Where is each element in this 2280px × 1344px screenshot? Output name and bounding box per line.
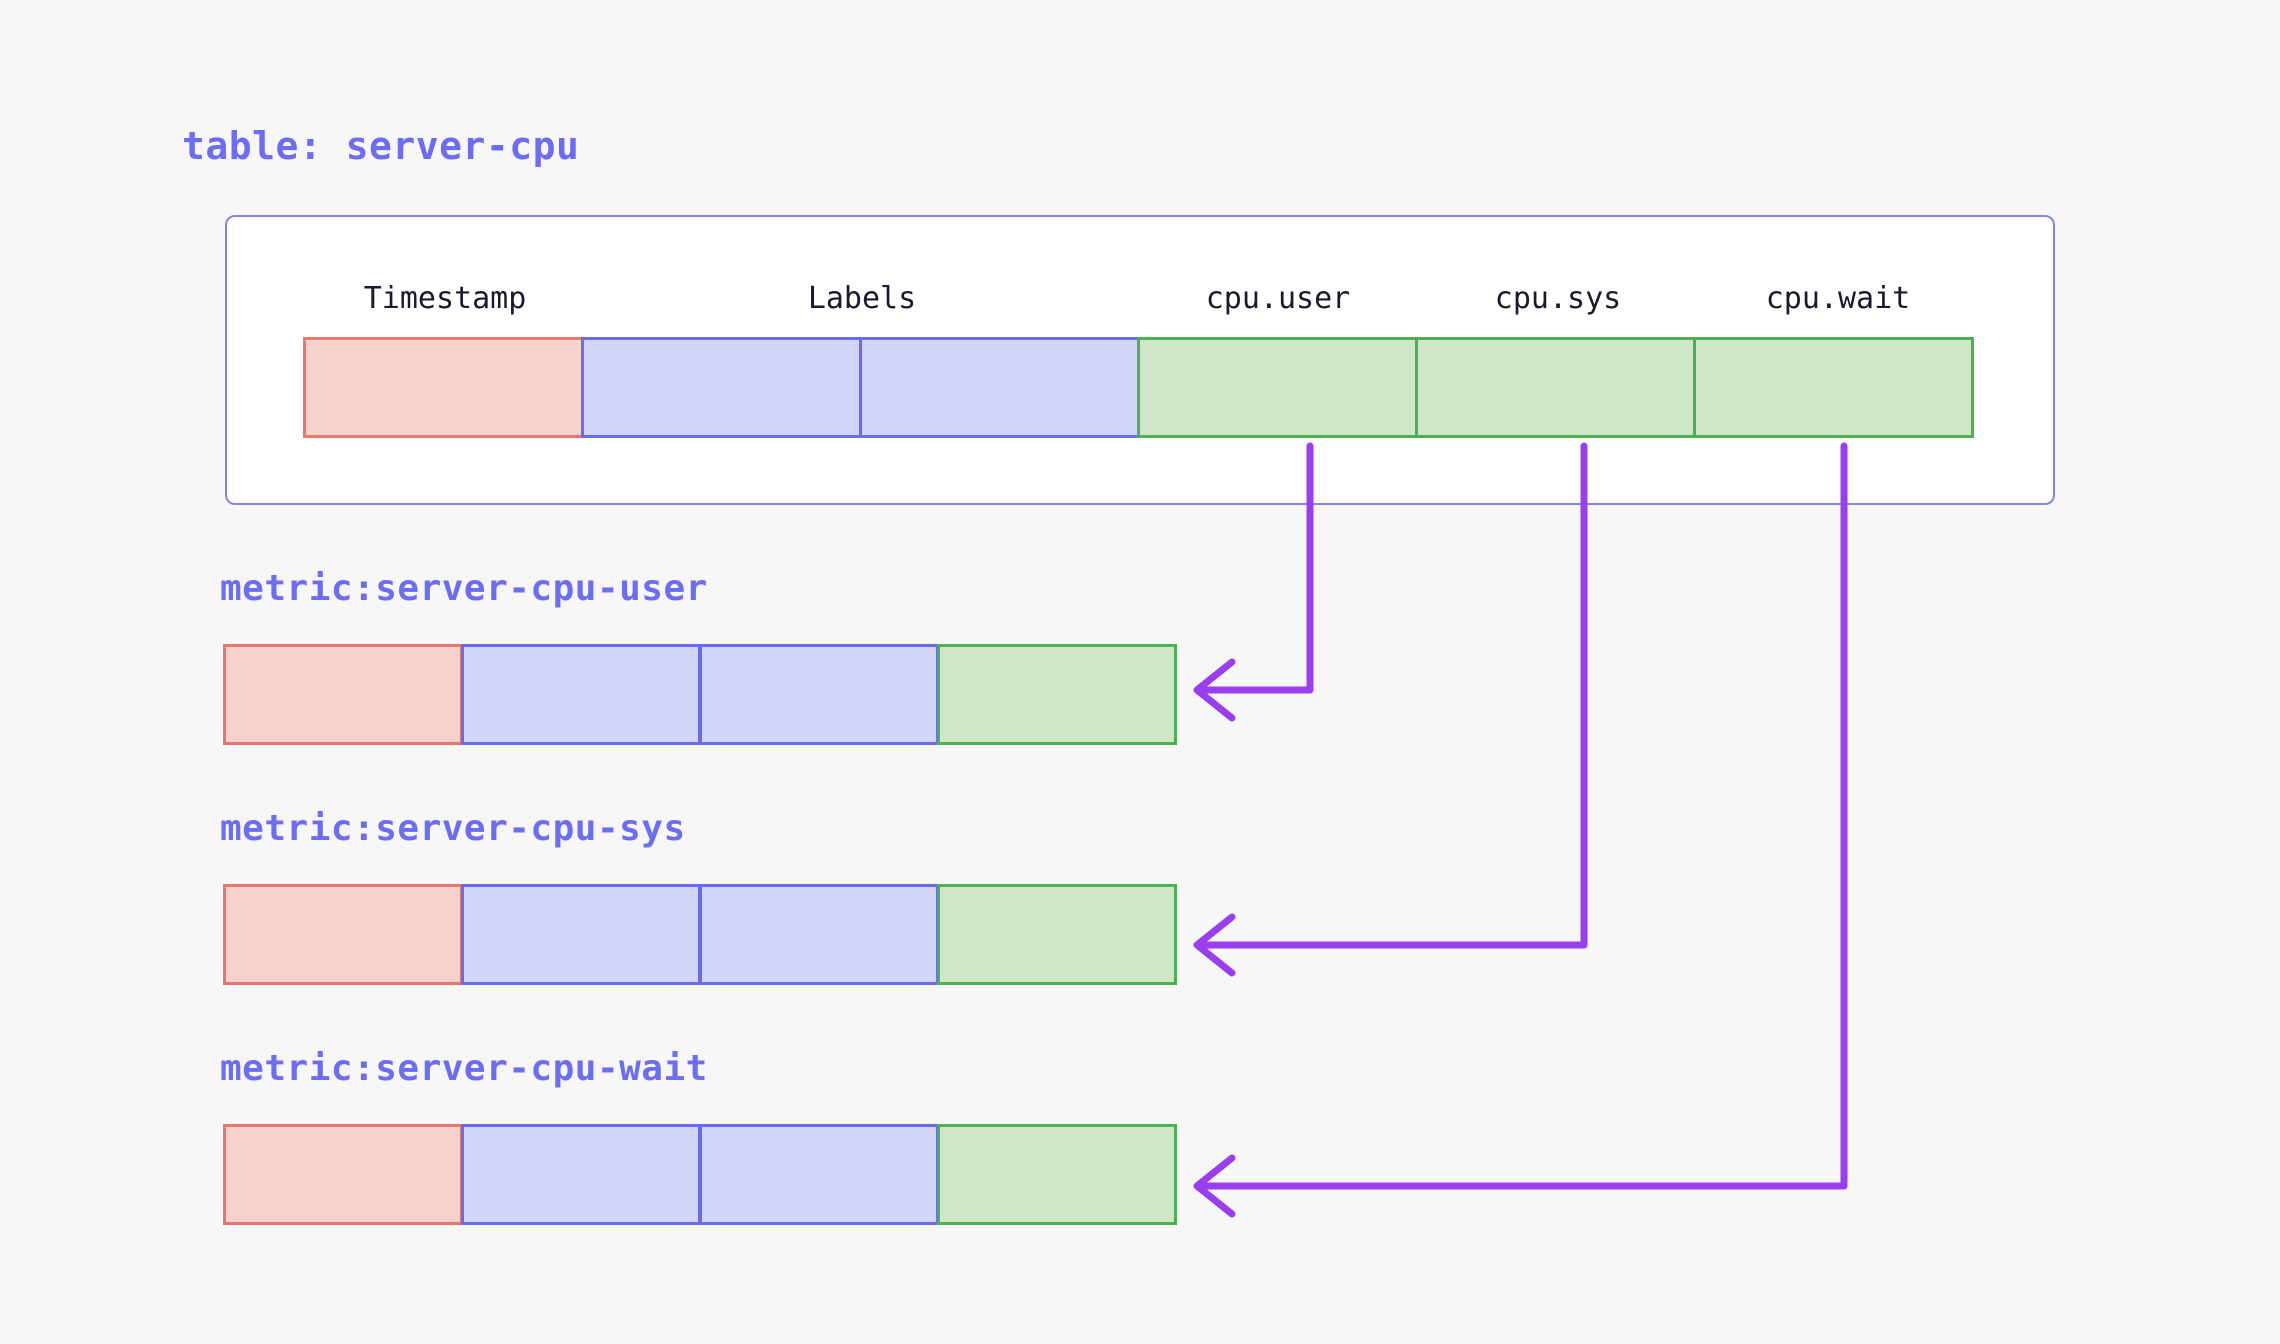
column-header-timestamp: Timestamp	[363, 281, 527, 316]
column-header-labels: Labels	[807, 281, 917, 316]
metric-title-server-cpu-wait: metric:server-cpu-wait	[220, 1048, 708, 1089]
metric-sys-cell-value	[937, 884, 1177, 985]
table-title: table: server-cpu	[182, 124, 580, 168]
arrowhead-cpu-wait	[1193, 1154, 1236, 1218]
connector-cpu-sys	[1194, 442, 1588, 949]
column-header-cpu-wait: cpu.wait	[1765, 281, 1911, 316]
connector-cpu-wait	[1194, 442, 1848, 1190]
table-cell-label-1	[581, 337, 862, 438]
arrowhead-cpu-sys	[1193, 913, 1236, 977]
metric-user-cell-timestamp	[223, 644, 463, 745]
table-cell-label-2	[859, 337, 1140, 438]
metric-sys-cell-label-2	[699, 884, 939, 985]
table-cell-cpu-user	[1137, 337, 1418, 438]
metric-wait-cell-label-2	[699, 1124, 939, 1225]
arrowhead-cpu-user	[1193, 658, 1236, 722]
metric-sys-cell-label-1	[461, 884, 701, 985]
metric-wait-cell-label-1	[461, 1124, 701, 1225]
metric-user-cell-label-1	[461, 644, 701, 745]
table-cell-cpu-wait	[1693, 337, 1974, 438]
metric-title-server-cpu-sys: metric:server-cpu-sys	[220, 808, 686, 849]
metric-wait-cell-value	[937, 1124, 1177, 1225]
table-cell-timestamp	[303, 337, 584, 438]
metric-sys-cell-timestamp	[223, 884, 463, 985]
metric-wait-cell-timestamp	[223, 1124, 463, 1225]
metric-title-server-cpu-user: metric:server-cpu-user	[220, 568, 708, 609]
column-header-cpu-user: cpu.user	[1205, 281, 1351, 316]
metric-user-cell-label-2	[699, 644, 939, 745]
metric-user-cell-value	[937, 644, 1177, 745]
column-header-cpu-sys: cpu.sys	[1494, 281, 1622, 316]
table-cell-cpu-sys	[1415, 337, 1696, 438]
